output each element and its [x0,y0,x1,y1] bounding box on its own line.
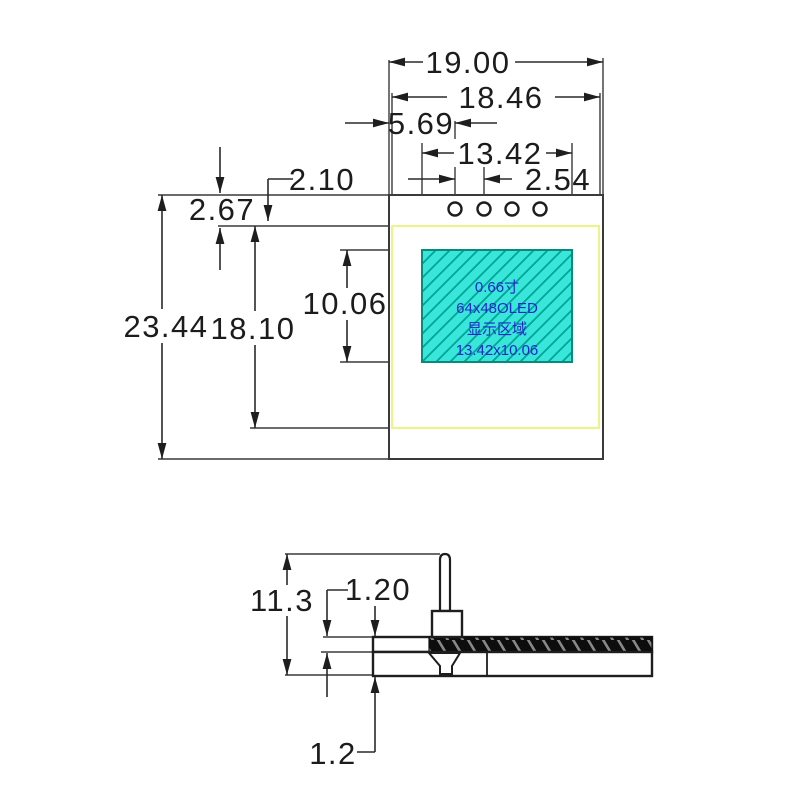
dim-glass-height: 18.10 [208,226,300,428]
header-pin [438,552,452,613]
dim-hole-pitch: 2.54 [408,162,591,197]
mounting-hole-2 [476,201,492,217]
dim-edge-to-glass: 2.10 [263,162,355,221]
mounting-hole-1 [447,201,463,217]
active-area-label: 0.66寸 64x48OLED 显示区域 13.42x10.06 [456,279,539,359]
svg-text:1.20: 1.20 [345,572,411,607]
dim-overall-width: 19.00 [389,45,603,80]
svg-text:13.42: 13.42 [457,136,542,171]
dim-active-area-width: 13.42 [422,136,572,171]
svg-text:2.67: 2.67 [189,192,255,227]
dim-overall-height: 23.44 [123,195,208,459]
dim-pin-offset: 5.69 [345,106,497,141]
active-area-label-line1: 0.66寸 [475,279,519,296]
side-view: 11.3 1.20 1.2 [247,552,654,771]
mounting-hole-4 [532,201,548,217]
pin-tip [426,652,462,675]
svg-text:11.3: 11.3 [250,583,314,618]
active-area-label-line4: 13.42x10.06 [456,342,539,359]
svg-text:23.44: 23.44 [123,309,208,344]
svg-text:18.46: 18.46 [458,80,543,115]
svg-text:2.54: 2.54 [525,162,591,197]
svg-text:5.69: 5.69 [388,106,454,141]
svg-text:18.10: 18.10 [210,311,295,346]
panel-hatched-section [428,636,653,653]
active-area-label-line3: 显示区域 [467,321,527,338]
svg-text:2.10: 2.10 [289,162,355,197]
active-area [421,249,573,363]
mounting-holes [447,201,548,217]
top-view: 0.66寸 64x48OLED 显示区域 13.42x10.06 19.00 1… [123,45,604,460]
svg-text:19.00: 19.00 [425,45,510,80]
active-area-label-line2: 64x48OLED [456,300,538,317]
svg-text:10.06: 10.06 [302,286,387,321]
extension-lines-side-view [285,553,440,676]
dim-active-area-height: 10.06 [302,250,388,362]
dim-top-margin: 2.67 [189,147,255,270]
dim-panel-thickness: 1.20 [322,572,411,697]
svg-text:1.2: 1.2 [309,736,357,771]
dim-glass-width: 18.46 [392,80,600,115]
header-housing [430,609,464,639]
dim-pcb-thickness: 1.2 [309,677,380,771]
pcb-bar [371,650,654,678]
dim-pin-length: 11.3 [247,554,317,675]
mounting-hole-3 [504,201,520,217]
